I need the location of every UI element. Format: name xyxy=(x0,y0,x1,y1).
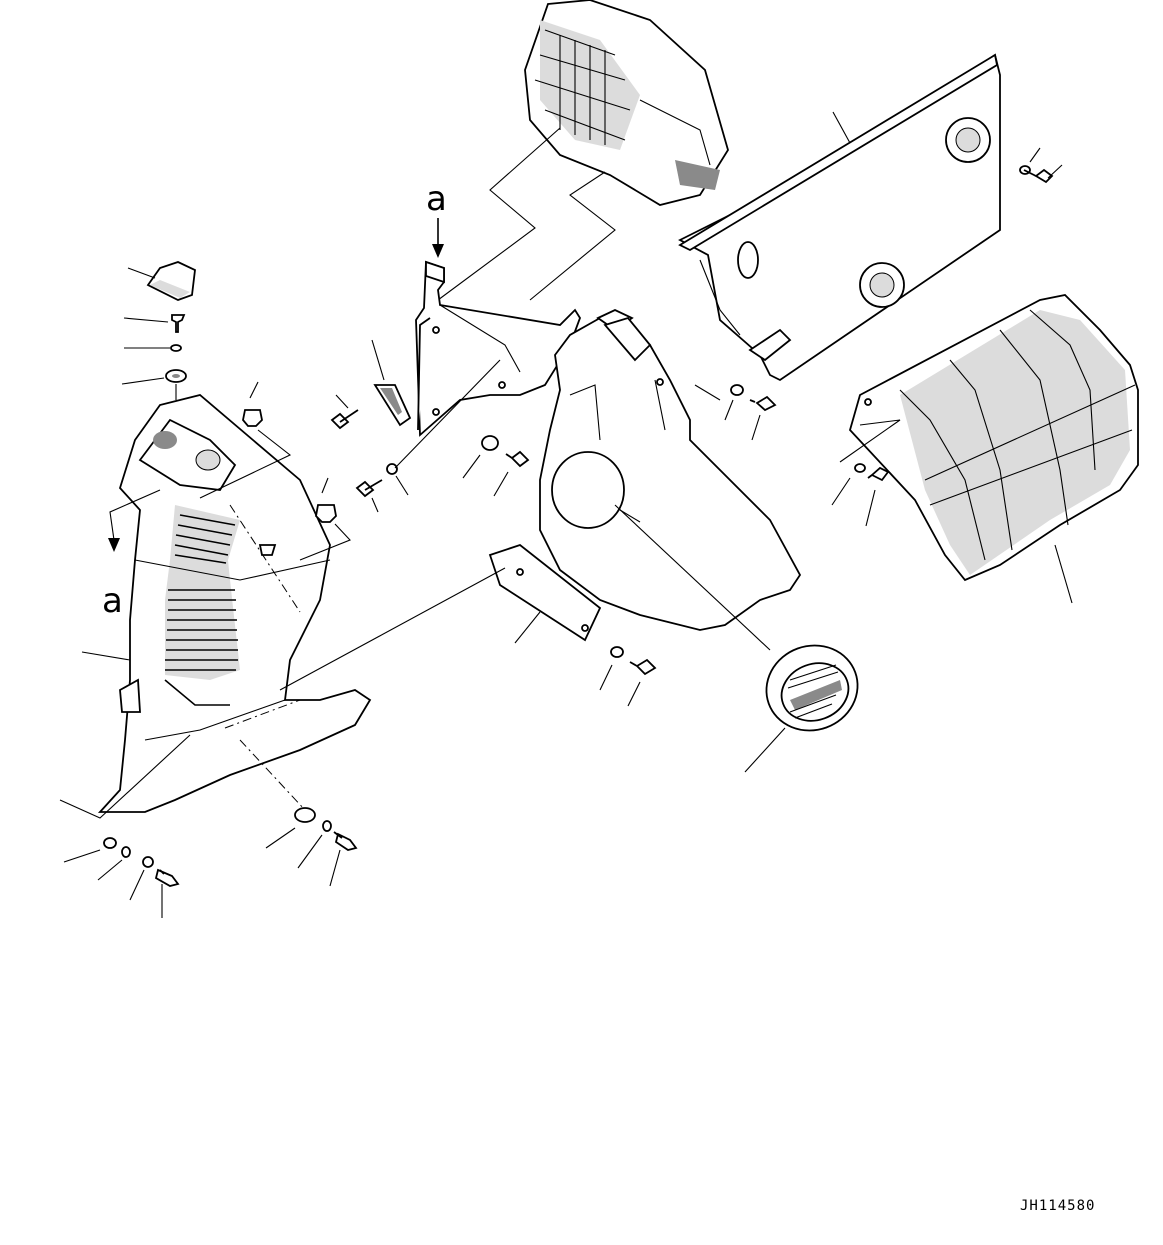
bolt[interactable] xyxy=(505,450,530,468)
right-side-cover-panel[interactable] xyxy=(678,53,1001,382)
leader-line xyxy=(97,859,123,881)
leader-line xyxy=(279,567,506,691)
leader-line xyxy=(462,454,481,479)
leader-line xyxy=(529,171,616,301)
leader-line xyxy=(865,489,876,527)
leader-line xyxy=(395,475,409,496)
washer[interactable] xyxy=(121,846,131,858)
leader-line xyxy=(329,849,341,887)
leader-line xyxy=(63,849,101,863)
washer[interactable] xyxy=(294,807,316,823)
view-letter-left: a xyxy=(102,581,123,621)
leader-line xyxy=(437,127,561,301)
view-arrow-left: a xyxy=(102,489,161,621)
leader-line xyxy=(627,681,641,707)
leader-line xyxy=(127,267,156,279)
clip-bracket[interactable] xyxy=(373,384,412,427)
leader-line xyxy=(129,869,145,901)
center-line xyxy=(224,699,301,729)
leader-line xyxy=(744,727,786,773)
leader-line xyxy=(265,827,296,849)
leader-line xyxy=(321,477,329,494)
leader-line xyxy=(1054,544,1073,604)
grommet[interactable] xyxy=(165,369,187,383)
bolt[interactable] xyxy=(154,868,180,887)
leader-line xyxy=(832,111,851,144)
washer[interactable] xyxy=(610,646,624,658)
cab-monitor-unit[interactable] xyxy=(524,0,729,206)
leader-line xyxy=(599,664,613,691)
leader-line xyxy=(123,317,169,323)
bolt[interactable] xyxy=(749,395,777,412)
bolt[interactable] xyxy=(867,466,890,482)
nut[interactable] xyxy=(242,409,263,427)
leader-line xyxy=(614,504,771,651)
washer[interactable] xyxy=(481,435,499,451)
center-line xyxy=(229,504,301,613)
leader-line xyxy=(1047,164,1063,179)
leader-line xyxy=(751,414,761,441)
center-line xyxy=(239,739,306,811)
leader-line xyxy=(59,734,191,819)
bolt[interactable] xyxy=(333,831,358,851)
leader-line xyxy=(335,394,349,409)
nut[interactable] xyxy=(103,837,117,849)
leader-line xyxy=(724,399,734,421)
washer[interactable] xyxy=(854,463,866,473)
lower-bracket[interactable] xyxy=(488,543,602,642)
washer[interactable] xyxy=(730,384,744,396)
drawing-code: JH114580 xyxy=(1020,1198,1096,1214)
leader-line xyxy=(1029,147,1041,163)
washer[interactable] xyxy=(142,856,154,868)
bolt[interactable] xyxy=(355,479,383,498)
bolt[interactable] xyxy=(330,409,359,430)
washer[interactable] xyxy=(322,820,332,832)
center-bracket[interactable] xyxy=(415,260,581,437)
leader-line xyxy=(299,523,351,561)
nut[interactable] xyxy=(315,504,337,523)
leader-line xyxy=(493,471,509,497)
leader-line xyxy=(199,429,292,499)
leader-line xyxy=(694,384,721,401)
bolt[interactable] xyxy=(1023,168,1054,184)
left-console-cover[interactable] xyxy=(97,394,372,813)
view-letter-top: a xyxy=(426,179,447,219)
leader-line xyxy=(121,377,165,385)
leader-line xyxy=(394,359,501,469)
ribbed-boot xyxy=(164,505,240,706)
washer[interactable] xyxy=(386,463,398,475)
washer[interactable] xyxy=(170,344,182,352)
leader-line xyxy=(249,381,259,399)
rear-duct-cover[interactable] xyxy=(848,294,1139,582)
leader-line xyxy=(514,611,541,644)
bolt[interactable] xyxy=(629,658,657,676)
air-vent-grille[interactable] xyxy=(754,633,869,743)
leader-line xyxy=(297,834,323,869)
small-cap[interactable] xyxy=(146,261,196,301)
leader-line xyxy=(81,651,131,661)
leader-line xyxy=(371,497,379,513)
leader-line xyxy=(831,477,851,506)
leader-line xyxy=(371,339,385,381)
leader-line xyxy=(839,419,901,463)
screw[interactable] xyxy=(171,314,186,333)
main-duct[interactable] xyxy=(539,309,802,631)
view-arrow-top: a xyxy=(426,179,447,258)
